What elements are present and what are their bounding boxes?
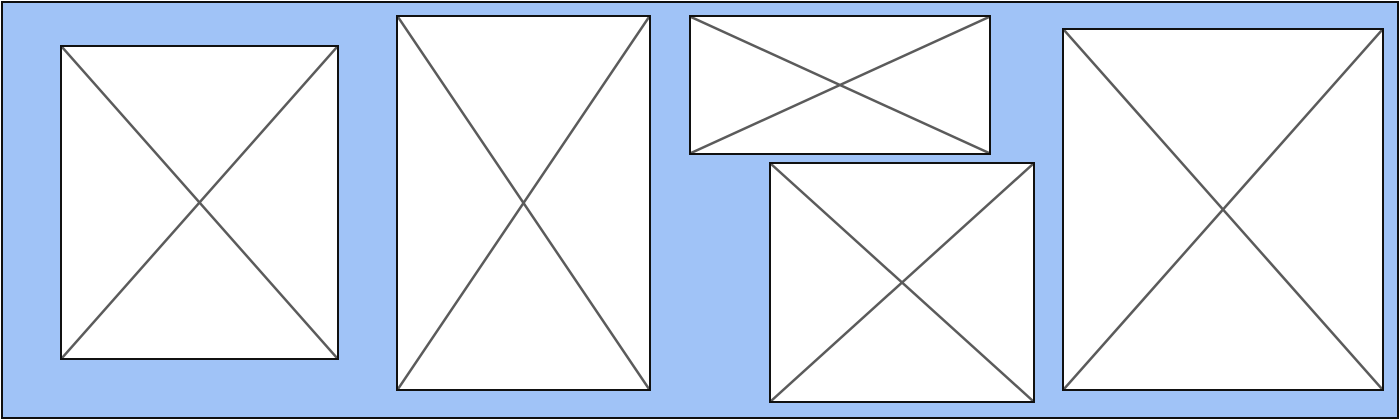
image-placeholder-icon: [771, 164, 1033, 401]
image-placeholder-3: [689, 15, 991, 155]
image-placeholder-1: [60, 45, 339, 360]
image-placeholder-5: [1062, 28, 1384, 391]
image-placeholder-4: [769, 162, 1035, 403]
image-placeholder-icon: [1064, 30, 1382, 389]
image-placeholder-2: [396, 15, 651, 391]
image-placeholder-icon: [398, 17, 649, 389]
image-placeholder-icon: [691, 17, 989, 153]
image-placeholder-icon: [62, 47, 337, 358]
